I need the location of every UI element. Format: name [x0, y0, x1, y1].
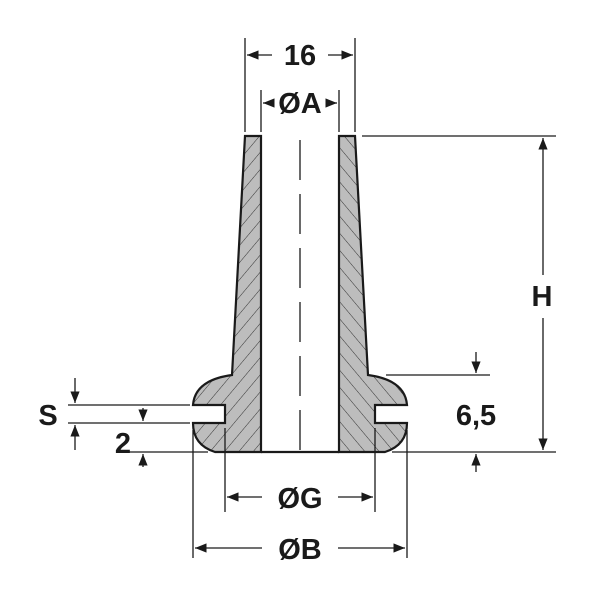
dimension-groove-diameter: ØG — [224, 428, 376, 515]
label-H: H — [532, 281, 553, 313]
dimension-flange-diameter: ØB — [192, 430, 408, 566]
dimension-height: H — [362, 135, 556, 453]
label-S: S — [38, 400, 57, 432]
dimension-inner-diameter: ØA — [260, 88, 340, 132]
right-wall-section — [337, 134, 409, 454]
label-16: 16 — [284, 40, 316, 72]
left-wall-section — [191, 134, 263, 454]
label-6-5: 6,5 — [456, 400, 496, 432]
dimension-top-width: 16 — [244, 38, 356, 132]
label-oB: ØB — [278, 534, 322, 566]
label-oA: ØA — [278, 88, 322, 120]
label-oG: ØG — [277, 483, 322, 515]
label-2: 2 — [115, 428, 131, 460]
dimension-slot-width: S — [38, 378, 190, 450]
dimension-bottom-lip: 2 — [115, 408, 208, 467]
dimension-flange-offset: 6,5 — [386, 352, 496, 472]
